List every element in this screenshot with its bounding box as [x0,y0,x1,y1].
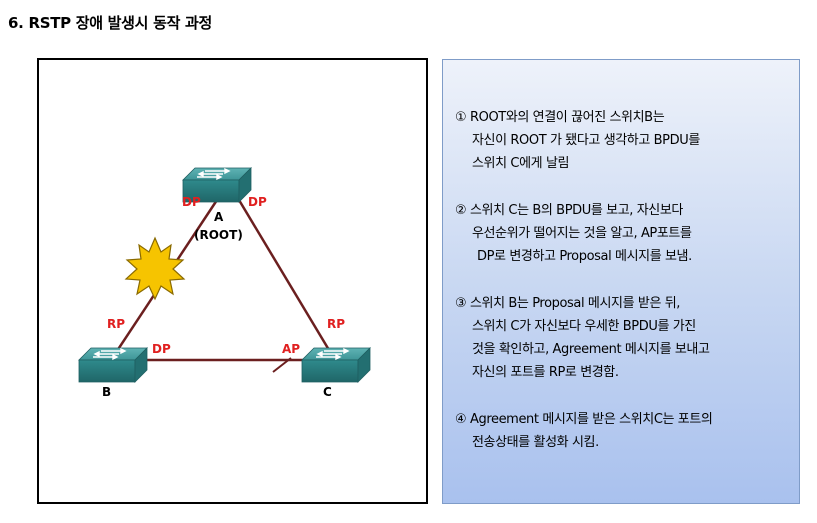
step-line: ③ 스위치 B는 Proposal 메시지를 받은 뒤, [455,296,681,311]
switch-b-icon [78,347,148,383]
switch-c-port-top: RP [327,317,346,331]
link-a-c [237,199,337,361]
switch-b-name: B [102,385,112,399]
step-line: 자신의 포트를 RP로 변경함. [472,365,619,380]
topology-diagram: DP DP A (ROOT) RP DP B RP AP C [37,58,428,504]
step-line: 것을 확인하고, Agreement 메시지를 보내고 [472,342,710,357]
step-line: ② 스위치 C는 B의 BPDU를 보고, 자신보다 [455,203,683,218]
step-line: 스위치 C에게 날림 [472,156,570,171]
switch-b-port-right: DP [152,342,171,356]
page-title: 6. RSTP 장애 발생시 동작 과정 [8,14,213,32]
switch-a-port-left: DP [182,195,201,209]
step-line: 스위치 C가 자신보다 우세한 BPDU를 가진 [472,319,696,334]
switch-a-role: (ROOT) [194,228,243,242]
step-line: DP로 변경하고 Proposal 메시지를 보냄. [477,249,692,264]
step-line: 우선순위가 떨어지는 것을 알고, AP포트를 [472,226,692,241]
step-2: ② 스위치 C는 B의 BPDU를 보고, 자신보다 우선순위가 떨어지는 것을… [455,199,692,268]
switch-a-name: A [214,210,224,224]
switch-c-icon [301,347,371,383]
step-4: ④ Agreement 메시지를 받은 스위치C는 포트의 전송상태를 활성화 … [455,408,713,454]
step-1: ① ROOT와의 연결이 끊어진 스위치B는 자신이 ROOT 가 됐다고 생각… [455,106,700,175]
switch-a-port-right: DP [248,195,267,209]
step-line: 전송상태를 활성화 시킴. [472,435,599,450]
step-line: 자신이 ROOT 가 됐다고 생각하고 BPDU를 [472,133,700,148]
step-line: ④ Agreement 메시지를 받은 스위치C는 포트의 [455,412,713,427]
switch-c-name: C [323,385,332,399]
explosion-icon [124,236,186,301]
step-3: ③ 스위치 B는 Proposal 메시지를 받은 뒤, 스위치 C가 자신보다… [455,292,710,384]
explanation-panel: ① ROOT와의 연결이 끊어진 스위치B는 자신이 ROOT 가 됐다고 생각… [442,59,800,504]
step-line: ① ROOT와의 연결이 끊어진 스위치B는 [455,110,665,125]
switch-c-port-left: AP [282,342,301,356]
switch-b-port-top: RP [107,317,126,331]
topology-svg [78,167,371,383]
blocked-port-marker [272,357,292,373]
